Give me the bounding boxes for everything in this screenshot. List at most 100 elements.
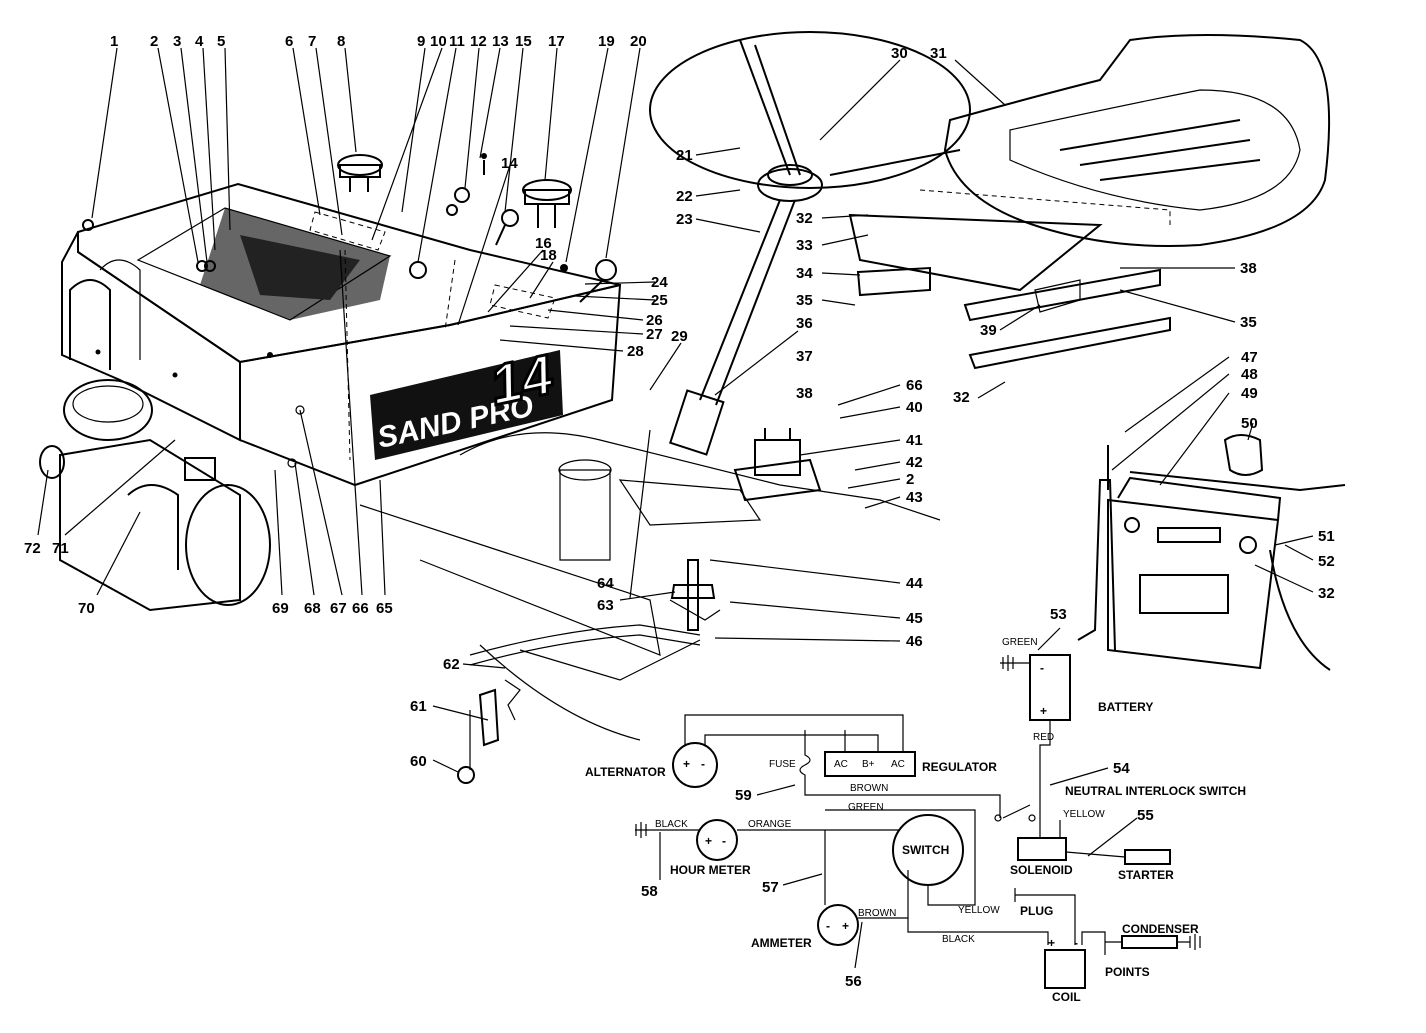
callout-15: 15 — [515, 33, 532, 50]
regulator-bplus: B+ — [862, 759, 875, 770]
callout-66a: 66 — [906, 377, 923, 394]
condenser-label: CONDENSER — [1122, 922, 1199, 936]
callout-26: 26 — [646, 312, 663, 329]
plug-label: PLUG — [1020, 904, 1053, 918]
callout-1: 1 — [110, 33, 118, 50]
callout-3: 3 — [173, 33, 181, 50]
callout-44: 44 — [906, 575, 923, 592]
leader-lines — [37, 47, 1314, 969]
brown-wire-label-bottom: BROWN — [858, 908, 896, 919]
callout-29: 29 — [671, 328, 688, 345]
orange-wire-label: ORANGE — [748, 819, 792, 830]
coil-label: COIL — [1052, 990, 1081, 1004]
ammeter-minus: - — [826, 919, 830, 933]
callout-41: 41 — [906, 432, 923, 449]
callout-56: 56 — [845, 973, 862, 990]
callout-16: 16 — [535, 235, 552, 252]
callout-23: 23 — [676, 211, 693, 228]
callout-5: 5 — [217, 33, 225, 50]
solenoid-symbol — [1017, 837, 1067, 861]
alternator-minus: - — [701, 757, 705, 771]
callout-69: 69 — [272, 600, 289, 617]
throttle-lever — [560, 259, 617, 303]
solenoid-label: SOLENOID — [1010, 863, 1073, 877]
callout-62: 62 — [443, 656, 460, 673]
callout-19: 19 — [598, 33, 615, 50]
callout-48: 48 — [1241, 366, 1258, 383]
callout-71: 71 — [52, 540, 69, 557]
callout-20: 20 — [630, 33, 647, 50]
callout-45: 45 — [906, 610, 923, 627]
callout-59: 59 — [735, 787, 752, 804]
callout-28: 28 — [627, 343, 644, 360]
callout-22: 22 — [676, 188, 693, 205]
callout-65: 65 — [376, 600, 393, 617]
alternator-label: ALTERNATOR — [585, 765, 666, 779]
green-wire-label-mid: GREEN — [848, 802, 884, 813]
callout-60: 60 — [410, 753, 427, 770]
battery-part — [1077, 434, 1346, 671]
seat-assembly — [848, 34, 1331, 370]
grille-mesh — [136, 207, 392, 321]
brand-model-text: 14 — [484, 342, 558, 417]
callout-12: 12 — [470, 33, 487, 50]
points-label: POINTS — [1105, 965, 1150, 979]
condenser-symbol — [1121, 935, 1178, 949]
callout-57: 57 — [762, 879, 779, 896]
callout-25: 25 — [651, 292, 668, 309]
callout-50: 50 — [1241, 415, 1258, 432]
callout-53: 53 — [1050, 606, 1067, 623]
callout-38b: 38 — [1240, 260, 1257, 277]
starter-label: STARTER — [1118, 868, 1174, 882]
callout-11: 11 — [449, 33, 465, 50]
black-wire-label-bottom: BLACK — [942, 934, 975, 945]
callout-49: 49 — [1241, 385, 1258, 402]
neutral-switch-label: NEUTRAL INTERLOCK SWITCH — [1065, 784, 1246, 798]
callout-37: 37 — [796, 348, 813, 365]
regulator-label: REGULATOR — [922, 760, 997, 774]
brand-plate: SAND PRO 14 — [370, 341, 563, 460]
black-wire-label-left: BLACK — [655, 819, 688, 830]
callout-27: 27 — [646, 326, 663, 343]
callout-7: 7 — [308, 33, 316, 50]
callout-31: 31 — [930, 45, 947, 62]
callout-55: 55 — [1137, 807, 1154, 824]
callout-14: 14 — [501, 155, 518, 172]
callout-32b: 32 — [953, 389, 970, 406]
battery-label: BATTERY — [1098, 700, 1153, 714]
callout-43: 43 — [906, 489, 923, 506]
callout-51: 51 — [1318, 528, 1335, 545]
callout-13: 13 — [492, 33, 509, 50]
ammeter-label: AMMETER — [751, 936, 812, 950]
alternator-symbol — [672, 742, 718, 788]
battery-minus: - — [1040, 661, 1044, 675]
switch-label: SWITCH — [902, 843, 949, 857]
callout-33: 33 — [796, 237, 813, 254]
callout-2b: 2 — [906, 471, 914, 488]
brown-wire-label-top: BROWN — [850, 783, 888, 794]
callout-24: 24 — [651, 274, 668, 291]
alternator-plus: + — [683, 757, 690, 771]
hour-meter-minus: - — [722, 834, 726, 848]
callout-34: 34 — [796, 265, 813, 282]
callout-36: 36 — [796, 315, 813, 332]
yellow-wire-label-top: YELLOW — [1063, 809, 1105, 820]
callout-6: 6 — [285, 33, 293, 50]
callout-numbers: 1 2 3 4 5 6 7 8 9 10 11 12 13 15 17 19 2… — [24, 33, 1335, 990]
ammeter-symbol — [817, 904, 859, 946]
callout-35a: 35 — [796, 292, 813, 309]
callout-21: 21 — [676, 147, 693, 164]
callout-40: 40 — [906, 399, 923, 416]
callout-70: 70 — [78, 600, 95, 617]
callout-2: 2 — [150, 33, 158, 50]
coil-plus: + — [1048, 936, 1055, 950]
callout-61: 61 — [410, 698, 427, 715]
callout-67: 67 — [330, 600, 347, 617]
callout-8: 8 — [337, 33, 345, 50]
callout-38a: 38 — [796, 385, 813, 402]
starter-symbol — [1124, 849, 1171, 865]
callout-32c: 32 — [1318, 585, 1335, 602]
callout-47: 47 — [1241, 349, 1258, 366]
callout-9: 9 — [417, 33, 425, 50]
